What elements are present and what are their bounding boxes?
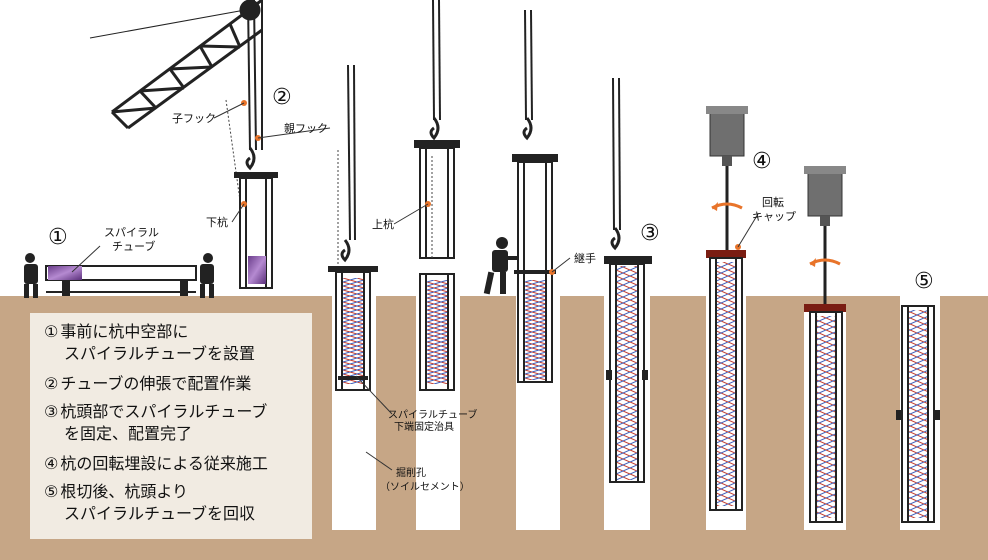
- legend-text: スパイラルチューブを回収: [64, 504, 256, 523]
- child-hook-label: 子フック: [172, 112, 216, 125]
- spiral-tube-label: チューブ: [112, 239, 155, 253]
- stage3-pile: [604, 77, 652, 530]
- rotation-cap-label: キャップ: [752, 210, 796, 223]
- legend-number: ③: [44, 402, 59, 421]
- crane-boom: [89, 0, 263, 130]
- step-2-marker: ②: [272, 85, 292, 110]
- worker-figure: [483, 237, 524, 295]
- step-4-marker: ④: [752, 149, 772, 174]
- legend-number: ④: [44, 454, 59, 473]
- worker-figure: [200, 253, 214, 298]
- legend-text: チューブの伸張で配置作業: [60, 374, 252, 393]
- leader-lines: [71, 102, 759, 471]
- stage4b-pile: [804, 166, 846, 530]
- step-5-marker: ⑤: [914, 269, 934, 294]
- stage2c-pile: [414, 0, 460, 530]
- legend-text: 杭の回転埋設による従来施工: [60, 454, 268, 473]
- legend-number: ②: [44, 374, 59, 393]
- legend-text: 杭頭部でスパイラルチューブ: [60, 402, 268, 421]
- stage5-pile: [896, 296, 940, 530]
- jig-label: スパイラルチューブ: [388, 408, 477, 421]
- stage2d-pile: [512, 9, 560, 530]
- stage2b-pile: [328, 64, 378, 530]
- rotation-cap-label: 回転: [762, 196, 784, 209]
- joint-label: 継手: [574, 251, 596, 265]
- upper-pile-label: 上杭: [372, 217, 394, 231]
- jig-label: 下端固定治具: [394, 420, 454, 433]
- stage4-pile: [706, 106, 748, 530]
- legend-number: ⑤: [44, 482, 59, 501]
- legend-text: 事前に杭中空部に: [60, 322, 189, 341]
- spiral-tube-label: スパイラル: [104, 226, 159, 239]
- step-markers: ① ② ③ ④ ⑤: [48, 85, 934, 294]
- legend-number: ①: [44, 322, 59, 341]
- lower-pile-label: 下杭: [206, 215, 228, 229]
- stage1-pile: [45, 265, 197, 296]
- legend-text: 根切後、杭頭より: [60, 482, 189, 501]
- step-3-marker: ③: [640, 221, 660, 246]
- hole-label: 掘削孔: [396, 466, 426, 479]
- worker-figure: [24, 253, 38, 298]
- legend-text: スパイラルチューブを設置: [64, 344, 256, 363]
- parent-hook-label: 親フック: [284, 122, 328, 135]
- step-1-marker: ①: [48, 225, 68, 250]
- hole-label: （ソイルセメント）: [380, 481, 470, 493]
- stage2-lift: [225, 0, 278, 289]
- legend-text: を固定、配置完了: [64, 424, 193, 443]
